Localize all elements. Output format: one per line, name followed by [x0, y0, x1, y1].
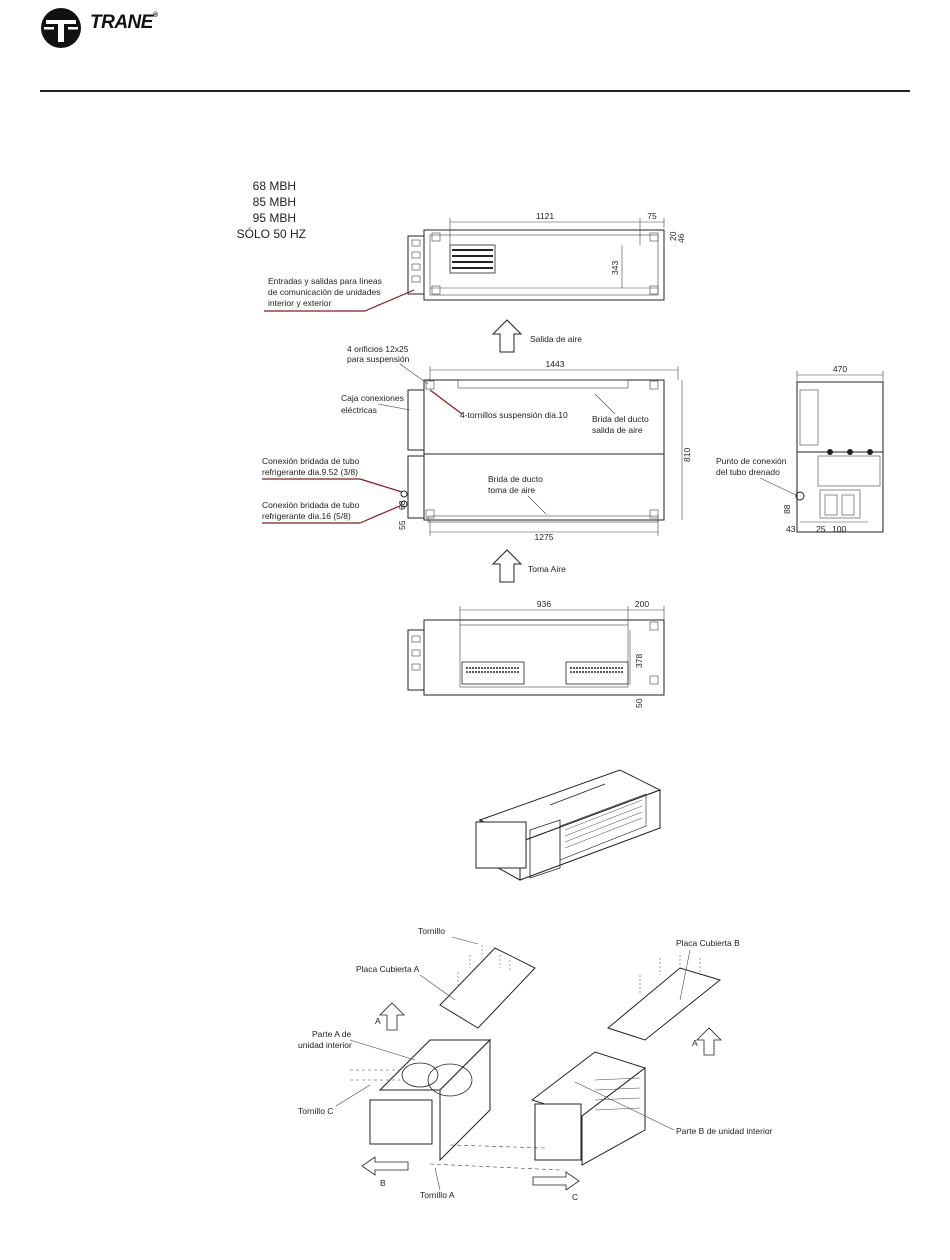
label-caja-conexiones: Caja conexiones eléctricas [341, 393, 406, 415]
model-68: 68 MBH [252, 179, 296, 193]
dim-200: 200 [635, 599, 649, 609]
dim-46: 46 [676, 233, 686, 243]
label-conexion-952: Conexión bridada de tubo refrigerante di… [262, 456, 362, 477]
dim-936: 936 [537, 599, 551, 609]
label-tornillo-c: Tornillo C [298, 1106, 333, 1116]
arrow-c-icon [532, 1171, 580, 1191]
label-brida-salida: Brida del ducto salida de aire [592, 414, 651, 435]
label-arrow-a2: A [692, 1038, 698, 1048]
label-orificios: 4 orificios 12x25 para suspensión [347, 344, 411, 364]
page-header: TRANE® [0, 0, 950, 100]
dim-810: 810 [682, 448, 692, 462]
air-intake-arrow-icon: Toma Aire [491, 549, 566, 583]
arrow-a1-icon [379, 1002, 405, 1031]
dim-1275: 1275 [535, 532, 554, 542]
fan-outlet-left-icon [461, 661, 525, 685]
label-arrow-b: B [380, 1178, 386, 1188]
trane-logo-icon [41, 8, 81, 48]
dim-55: 55 [397, 520, 407, 530]
label-punto-conexion: Punto de conexión del tubo drenado [716, 456, 789, 477]
label-parte-b: Parte B de unidad interior [676, 1126, 773, 1136]
arrow-b-icon [361, 1156, 409, 1176]
dim-20: 20 [668, 231, 678, 241]
label-arrow-c: C [572, 1192, 578, 1202]
fan-outlet-right-icon [565, 661, 629, 685]
top-view-drawing: 1121 75 343 20 46 Entradas y salidas par… [264, 211, 686, 312]
label-brida-toma: Brida de ducto toma de aire [488, 474, 545, 495]
dim-88: 88 [782, 504, 792, 514]
dim-343: 343 [610, 261, 620, 275]
dim-1443: 1443 [546, 359, 565, 369]
dim-75: 75 [647, 211, 657, 221]
dim-1121: 1121 [536, 211, 555, 221]
dim-43: 43 [786, 524, 796, 534]
label-placa-a: Placa Cubierta A [356, 964, 420, 974]
label-entradas: Entradas y salidas para líneas de comuni… [268, 276, 384, 308]
label-placa-b: Placa Cubierta B [676, 938, 740, 948]
model-frequency-note: SÓLO 50 HZ [236, 227, 306, 241]
dim-100: 100 [832, 524, 846, 534]
coil-detail-icon [449, 244, 496, 274]
label-arrow-a1: A [375, 1016, 381, 1026]
isometric-unit-illustration [475, 769, 662, 881]
label-salida-aire: Salida de aire [530, 334, 582, 344]
arrow-a2-icon [696, 1027, 722, 1056]
label-tornillos-suspension: 4-tornillos suspensión dia.10 [460, 410, 568, 420]
label-toma-aire: Toma Aire [528, 564, 566, 574]
dim-378: 378 [634, 654, 644, 668]
side-view-drawing: 470 43 25 100 88 Punto de conexión del t… [716, 364, 884, 534]
exploded-assembly-illustration: Tornillo Placa Cubierta A Placa Cubierta… [298, 926, 773, 1202]
dim-50: 50 [634, 698, 644, 708]
bottom-view-drawing: 936 200 378 50 [407, 599, 665, 708]
air-outlet-arrow-icon: Salida de aire [491, 319, 582, 353]
brand-name: TRANE® [90, 12, 158, 33]
label-conexion-16: Conexión bridada de tubo refrigerante di… [262, 500, 362, 521]
label-tornillo-a: Tornillo A [420, 1190, 455, 1200]
dim-470: 470 [833, 364, 847, 374]
label-parte-a: Parte A de unidad interior [298, 1029, 354, 1050]
model-85: 85 MBH [252, 195, 296, 209]
front-view-drawing: 1443 810 1275 55 68 4 orificios 12x25 pa… [262, 344, 692, 542]
label-tornillo: Tornillo [418, 926, 445, 936]
model-95: 95 MBH [252, 211, 296, 225]
header-divider [40, 90, 910, 92]
dim-25: 25 [816, 524, 826, 534]
model-list: 68 MBH 85 MBH 95 MBH SÓLO 50 HZ [236, 178, 306, 242]
